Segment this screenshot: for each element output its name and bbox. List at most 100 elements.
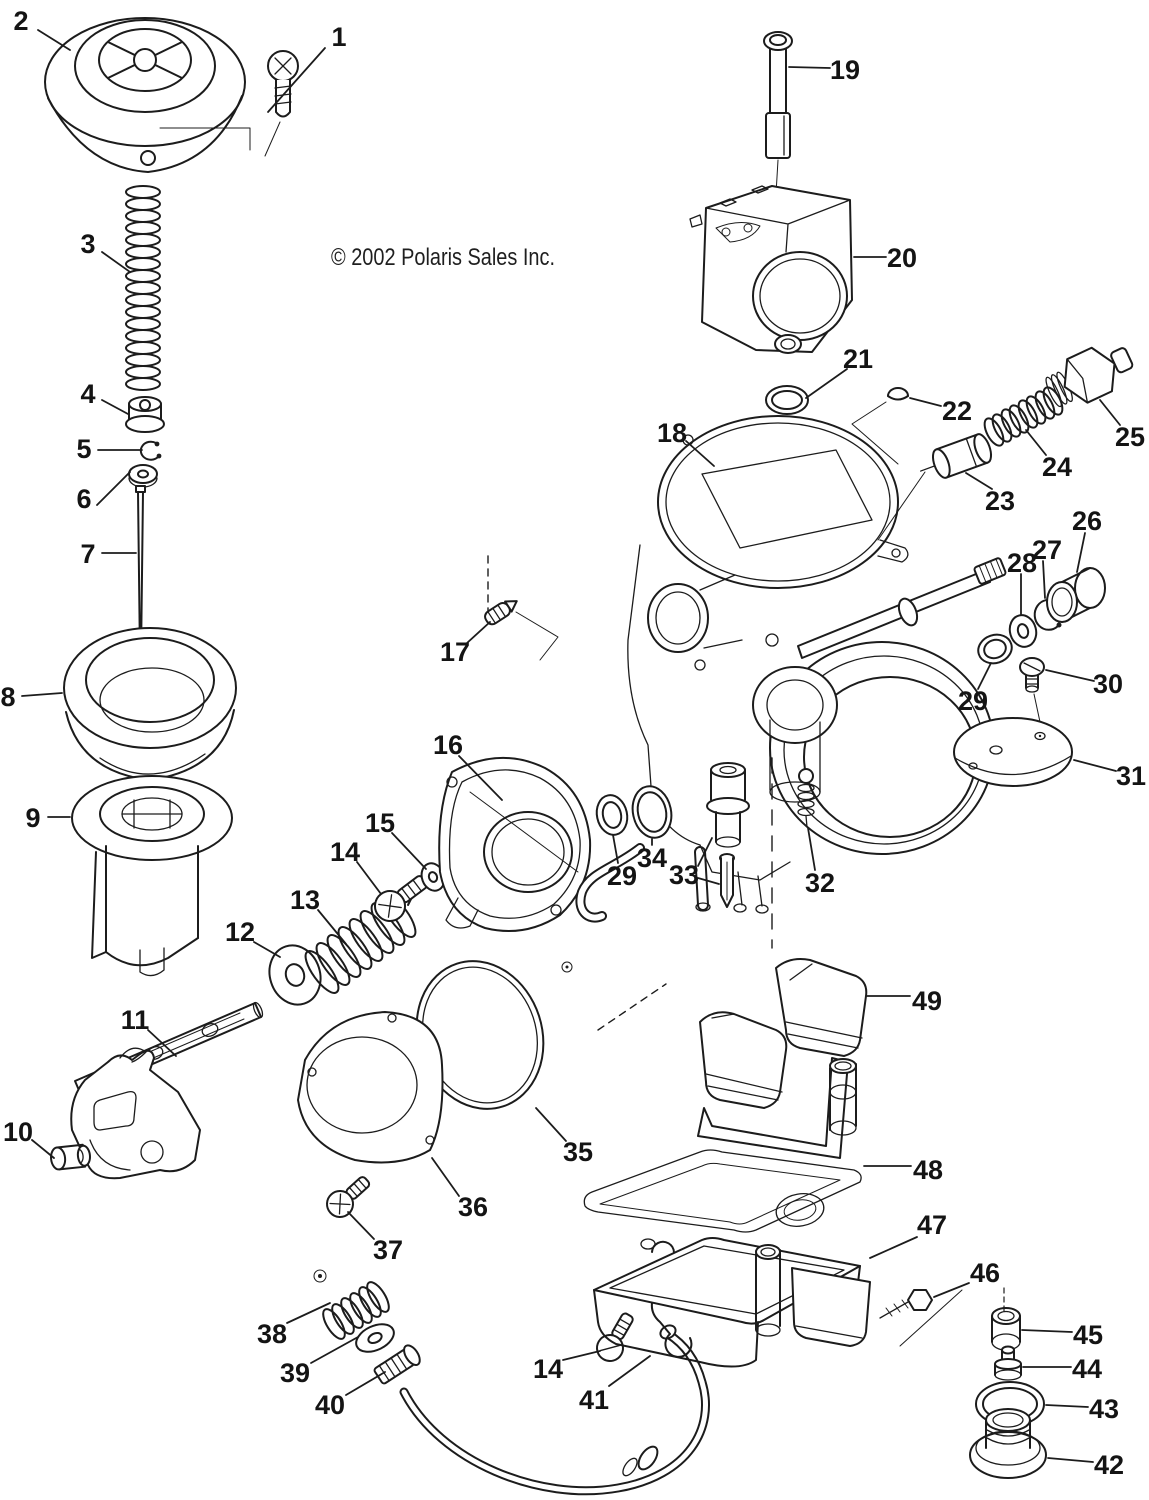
part-label-3: 3 — [80, 229, 95, 259]
leader-line-18 — [685, 440, 715, 467]
part-label-43: 43 — [1089, 1394, 1119, 1424]
part-label-22: 22 — [942, 396, 972, 426]
part-label-1: 1 — [331, 22, 346, 52]
part-label-12: 12 — [225, 917, 255, 947]
part-44-valve — [994, 1345, 1022, 1381]
part-label-17: 17 — [440, 637, 470, 667]
part-26-bushing — [1046, 567, 1106, 623]
part-32-pilot-screw — [797, 768, 815, 828]
leader-line-21 — [805, 368, 848, 399]
part-21-o-ring — [765, 385, 809, 415]
part-25-cable-adjuster — [1045, 346, 1134, 408]
carb-body — [575, 415, 1007, 923]
part-label-36: 36 — [458, 1192, 488, 1222]
part-label-30: 30 — [1093, 669, 1123, 699]
leader-line-19 — [788, 66, 831, 69]
leader-line-10 — [31, 1139, 55, 1159]
part-label-7: 7 — [80, 539, 95, 569]
leader-line-11 — [147, 1029, 177, 1057]
part-9-vacuum-slide — [71, 775, 233, 977]
part-label-46: 46 — [970, 1258, 1000, 1288]
leader-line-27 — [1042, 560, 1046, 599]
part-label-39: 39 — [280, 1358, 310, 1388]
leader-line-12 — [253, 941, 281, 958]
part-label-11: 11 — [121, 1005, 150, 1035]
part-45-bushing — [991, 1307, 1021, 1351]
leader-line-46 — [933, 1282, 970, 1298]
part-17-screw — [484, 600, 518, 626]
part-label-27: 27 — [1032, 535, 1062, 565]
float-bracket — [70, 1047, 201, 1180]
part-label-20: 20 — [887, 243, 917, 273]
part-42-plug — [969, 1408, 1047, 1479]
part-label-29: 29 — [607, 861, 637, 891]
part-label-33: 33 — [669, 860, 699, 890]
part-label-32: 32 — [805, 868, 835, 898]
part-3-slide-spring — [125, 185, 161, 391]
part-label-44: 44 — [1072, 1354, 1102, 1384]
part-12-washer — [268, 944, 322, 1006]
part-label-19: 19 — [830, 55, 860, 85]
part-10-float-pin — [50, 1143, 91, 1171]
leader-line-22 — [909, 397, 942, 407]
leader-line-24 — [1025, 429, 1047, 456]
part-23-plunger-valve — [877, 433, 993, 541]
part-33-needle-jet — [706, 762, 750, 908]
leader-line-45 — [1021, 1329, 1073, 1333]
part-label-8: 8 — [0, 682, 15, 712]
part-label-47: 47 — [917, 1210, 947, 1240]
part-label-10: 10 — [3, 1117, 33, 1147]
part-1-cover-screw — [264, 50, 299, 157]
part-14-screw-upper — [374, 875, 428, 922]
leader-line-39 — [310, 1336, 359, 1364]
leader-line-13 — [317, 909, 347, 945]
part-14-screw-lower — [596, 1312, 634, 1362]
copyright-text: © 2002 Polaris Sales Inc. — [331, 244, 555, 271]
part-8-diaphragm — [63, 627, 237, 781]
part-label-15: 15 — [365, 808, 395, 838]
part-36-cover-plate — [297, 1011, 444, 1164]
part-label-21: 21 — [843, 344, 873, 374]
part-label-25: 25 — [1115, 422, 1145, 452]
leader-line-4 — [101, 399, 129, 415]
leader-line-32 — [807, 827, 816, 871]
part-35-o-ring-large — [415, 960, 545, 1110]
part-46-drain-screw — [879, 1289, 963, 1347]
leader-line-36 — [431, 1157, 460, 1197]
leader-line-33 — [697, 837, 713, 867]
part-31-diaphragm-disc — [953, 717, 1073, 787]
leader-line-31 — [1073, 759, 1117, 772]
part-label-49: 49 — [912, 986, 942, 1016]
part-label-23: 23 — [985, 486, 1015, 516]
part-label-14: 14 — [330, 837, 360, 867]
leader-line-30 — [1045, 669, 1095, 682]
leader-line-26 — [1076, 532, 1086, 573]
leader-line-14 — [562, 1350, 601, 1361]
part-label-37: 37 — [373, 1235, 403, 1265]
part-16-chamber-cover — [438, 756, 592, 932]
part-label-38: 38 — [257, 1319, 287, 1349]
part-49-enrichment-assembly — [697, 958, 868, 1159]
part-29-seal-right — [977, 633, 1013, 665]
leader-line-17 — [466, 621, 491, 644]
leader-line-35 — [535, 1107, 567, 1142]
part-label-35: 35 — [563, 1137, 593, 1167]
part-48-bowl-gasket — [583, 1149, 862, 1233]
leader-line-47 — [869, 1236, 918, 1259]
leader-line-33 — [697, 877, 720, 885]
part-label-48: 48 — [913, 1155, 943, 1185]
part-4-spring-seat — [125, 396, 165, 433]
part-47-float-bowl — [593, 1237, 871, 1368]
leader-line-1 — [267, 47, 326, 113]
part-label-16: 16 — [433, 730, 463, 760]
part-28-washer — [1008, 614, 1038, 648]
construction-lines — [313, 555, 1005, 1313]
leader-line-23 — [965, 472, 993, 490]
part-label-4: 4 — [80, 379, 95, 409]
part-24-spring — [979, 383, 1068, 450]
part-39-washer — [355, 1323, 395, 1353]
part-label-31: 31 — [1116, 761, 1146, 791]
part-labels-layer: 1234567891011121314151617181920212223242… — [0, 6, 1146, 1480]
